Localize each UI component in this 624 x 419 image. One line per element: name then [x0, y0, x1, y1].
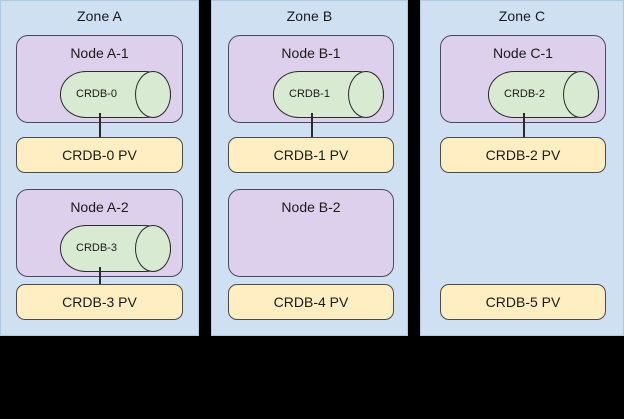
connector-c-1	[523, 113, 525, 141]
connector-a-1	[99, 113, 101, 141]
node-box-c-1[interactable]: Node C-1 CRDB-2	[440, 35, 606, 123]
zone-title-a: Zone A	[77, 8, 122, 24]
pod-label-crdb-2: CRDB-2	[504, 88, 545, 100]
pv-label-crdb-3: CRDB-3 PV	[62, 294, 137, 310]
zone-title-b: Zone B	[286, 8, 333, 24]
pod-label-crdb-3: CRDB-3	[76, 242, 117, 254]
cylinder-end-cap	[135, 225, 171, 272]
node-box-b-2[interactable]: Node B-2	[228, 189, 394, 277]
pv-label-crdb-4: CRDB-4 PV	[273, 294, 349, 310]
pv-label-crdb-5: CRDB-5 PV	[485, 294, 561, 310]
zone-panel-b: Zone B Node B-1 CRDB-1 CRDB-1 PV Node B-…	[211, 0, 408, 336]
database-cylinder-icon[interactable]: CRDB-1	[273, 71, 384, 118]
node-box-a-2[interactable]: Node A-2 CRDB-3	[16, 189, 183, 277]
node-label-c-1: Node C-1	[493, 45, 553, 61]
database-cylinder-icon[interactable]: CRDB-2	[488, 71, 599, 118]
connector-a-2	[99, 267, 101, 289]
pv-box-crdb-1[interactable]: CRDB-1 PV	[228, 137, 394, 173]
node-label-b-2: Node B-2	[281, 199, 341, 215]
zone-panel-c: Zone C Node C-1 CRDB-2 CRDB-2 PV CRDB-5 …	[420, 0, 624, 336]
connector-b-1	[311, 113, 313, 141]
pod-label-crdb-1: CRDB-1	[289, 88, 330, 100]
zone-title-c: Zone C	[498, 8, 546, 24]
pv-box-crdb-4[interactable]: CRDB-4 PV	[228, 284, 394, 320]
node-label-b-1: Node B-1	[281, 45, 341, 61]
pv-box-crdb-2[interactable]: CRDB-2 PV	[440, 137, 606, 173]
node-label-a-2: Node A-2	[70, 199, 129, 215]
cylinder-end-cap	[563, 71, 599, 118]
cylinder-end-cap	[348, 71, 384, 118]
database-cylinder-icon[interactable]: CRDB-0	[60, 71, 171, 118]
pv-label-crdb-1: CRDB-1 PV	[273, 147, 349, 163]
pv-box-crdb-3[interactable]: CRDB-3 PV	[16, 284, 183, 320]
pv-label-crdb-0: CRDB-0 PV	[62, 147, 137, 163]
node-box-a-1[interactable]: Node A-1 CRDB-0	[16, 35, 183, 123]
pv-label-crdb-2: CRDB-2 PV	[485, 147, 561, 163]
pod-label-crdb-0: CRDB-0	[76, 88, 117, 100]
node-box-b-1[interactable]: Node B-1 CRDB-1	[228, 35, 394, 123]
node-label-a-1: Node A-1	[70, 45, 129, 61]
cylinder-end-cap	[135, 71, 171, 118]
pv-box-crdb-5[interactable]: CRDB-5 PV	[440, 284, 606, 320]
pv-box-crdb-0[interactable]: CRDB-0 PV	[16, 137, 183, 173]
database-cylinder-icon[interactable]: CRDB-3	[60, 225, 171, 272]
zone-panel-a: Zone A Node A-1 CRDB-0 CRDB-0 PV Node A-…	[0, 0, 199, 336]
